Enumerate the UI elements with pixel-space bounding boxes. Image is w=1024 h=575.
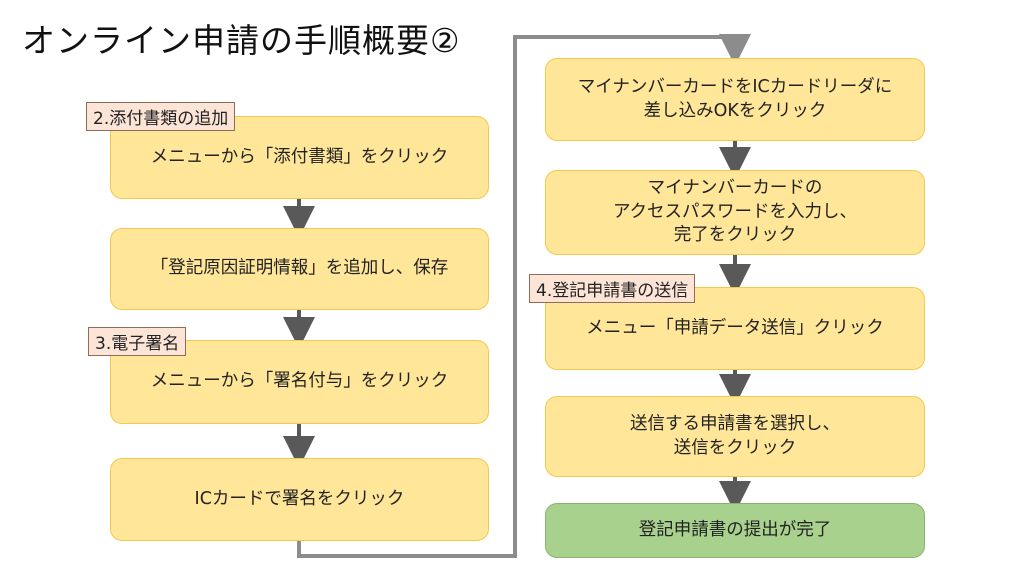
step-text: 登記申請書の提出が完了 — [638, 519, 832, 540]
section-label-attach: 2.添付書類の追加 — [86, 102, 236, 131]
section-label-sign: 3.電子署名 — [88, 327, 187, 356]
step-complete: 登記申請書の提出が完了 — [545, 503, 925, 558]
step-text: マイナンバーカードをICカードリーダに 差し込みOKをクリック — [577, 76, 893, 121]
page-title: オンライン申請の手順概要② — [22, 21, 461, 60]
step-insert-card: マイナンバーカードをICカードリーダに 差し込みOKをクリック — [545, 58, 925, 141]
step-select-send: 送信する申請書を選択し、 送信をクリック — [545, 396, 925, 477]
step-text: 送信する申請書を選択し、 送信をクリック — [630, 413, 840, 458]
step-sign-menu: メニューから「署名付与」をクリック — [110, 340, 489, 424]
step-text: マイナンバーカードの アクセスパスワードを入力し、 完了をクリック — [612, 178, 858, 246]
step-text: ICカードで署名をクリック — [194, 488, 405, 509]
step-add-certificate: 「登記原因証明情報」を追加し、保存 — [110, 228, 489, 310]
step-ic-sign: ICカードで署名をクリック — [110, 458, 489, 541]
step-text: メニュー「申請データ送信」クリック — [586, 317, 884, 338]
step-enter-password: マイナンバーカードの アクセスパスワードを入力し、 完了をクリック — [545, 170, 925, 255]
arrow-4-5 — [297, 34, 751, 558]
section-label-send: 4.登記申請書の送信 — [529, 274, 696, 303]
step-text: 「登記原因証明情報」を追加し、保存 — [150, 258, 449, 279]
step-text: メニューから「添付書類」をクリック — [150, 146, 449, 167]
step-text: メニューから「署名付与」をクリック — [150, 371, 449, 392]
